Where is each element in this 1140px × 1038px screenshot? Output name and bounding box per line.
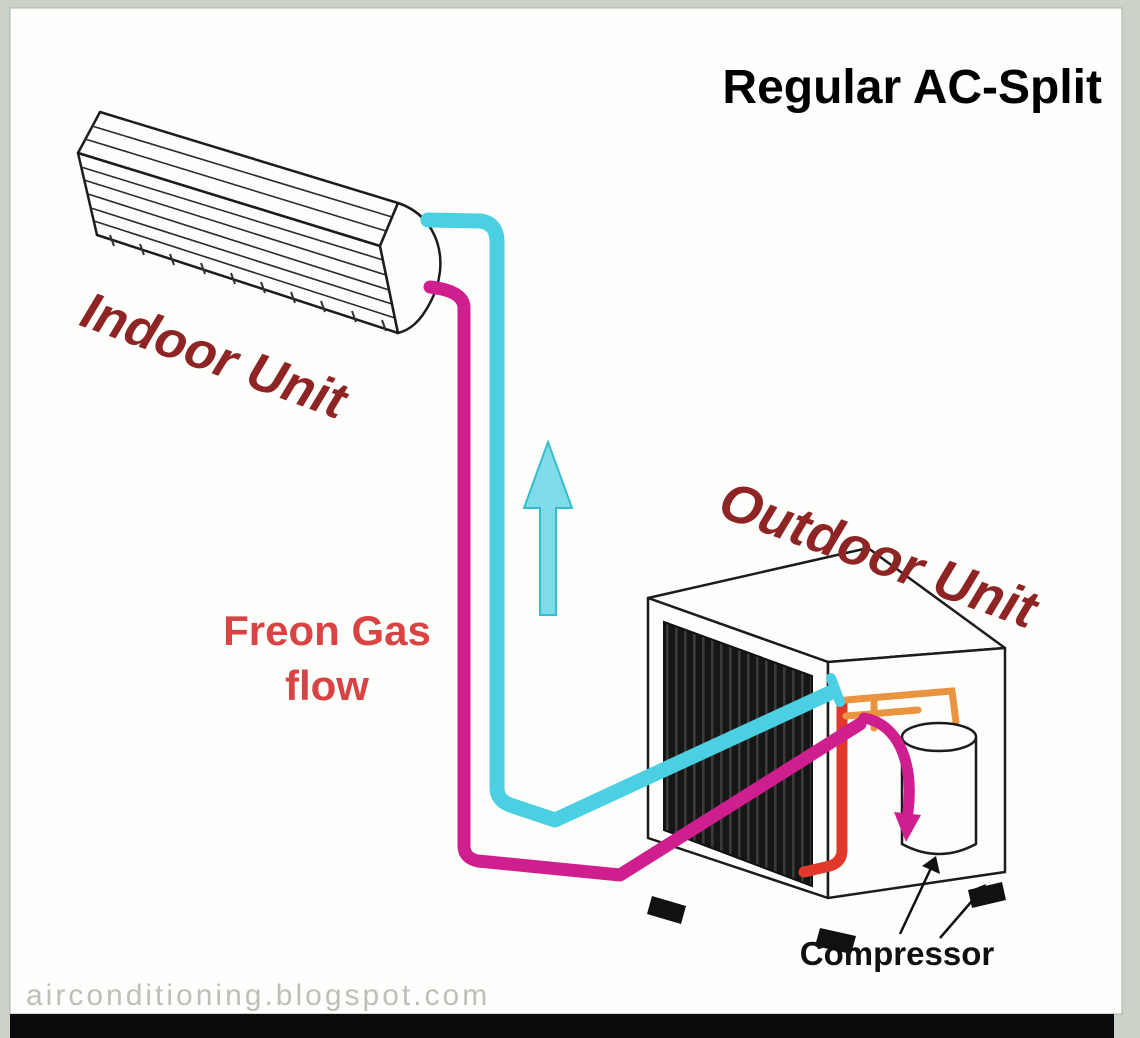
magenta-flow-arrow <box>858 712 921 842</box>
indoor-unit-vent-slats <box>80 166 396 319</box>
frame-bottom-bar <box>10 1014 1114 1038</box>
indoor-unit-drawing <box>76 110 442 335</box>
compressor-top <box>900 721 978 753</box>
freon-gas-label-line1: Freon Gas <box>223 607 431 654</box>
compressor-drawing <box>900 721 978 856</box>
refrigerant-pipes <box>420 212 867 882</box>
watermark-text: airconditioning.blogspot.com <box>26 979 490 1012</box>
compressor-pointer-arrows <box>898 856 986 939</box>
indoor-unit-top-ridges <box>84 125 393 232</box>
suction-pipe-cyan <box>420 212 840 828</box>
red-pipe <box>798 696 848 878</box>
compressor-label: Compressor <box>800 935 995 972</box>
liquid-pipe-magenta <box>423 280 867 882</box>
compressor-body <box>900 735 978 856</box>
flow-direction-up-arrow <box>522 439 574 616</box>
diagram-title: Regular AC-Split <box>722 61 1102 114</box>
indoor-vent-ticks <box>109 234 387 332</box>
freon-gas-label-line2: flow <box>285 662 369 709</box>
